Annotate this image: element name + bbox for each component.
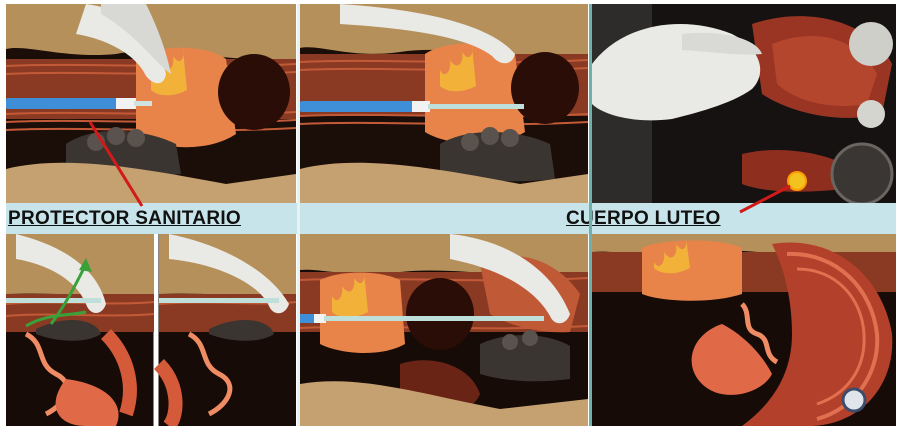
label-protector-sanitario: PROTECTOR SANITARIO — [8, 208, 241, 230]
panel-top-middle — [300, 4, 588, 203]
panel-bottom-left — [6, 234, 296, 426]
panel-top-left-art — [6, 4, 296, 203]
panel-bottom-left-art — [6, 234, 296, 426]
panel-top-left — [6, 4, 296, 203]
panel-top-middle-art — [300, 4, 588, 203]
panel-bottom-middle — [300, 234, 588, 426]
panel-top-right — [592, 4, 896, 203]
panel-bottom-middle-art — [300, 234, 588, 426]
separator-right — [589, 4, 592, 426]
panel-bottom-right-art — [592, 234, 896, 426]
panel-top-right-art — [592, 4, 896, 203]
panel-bottom-right — [592, 234, 896, 426]
separator-left — [297, 4, 300, 426]
